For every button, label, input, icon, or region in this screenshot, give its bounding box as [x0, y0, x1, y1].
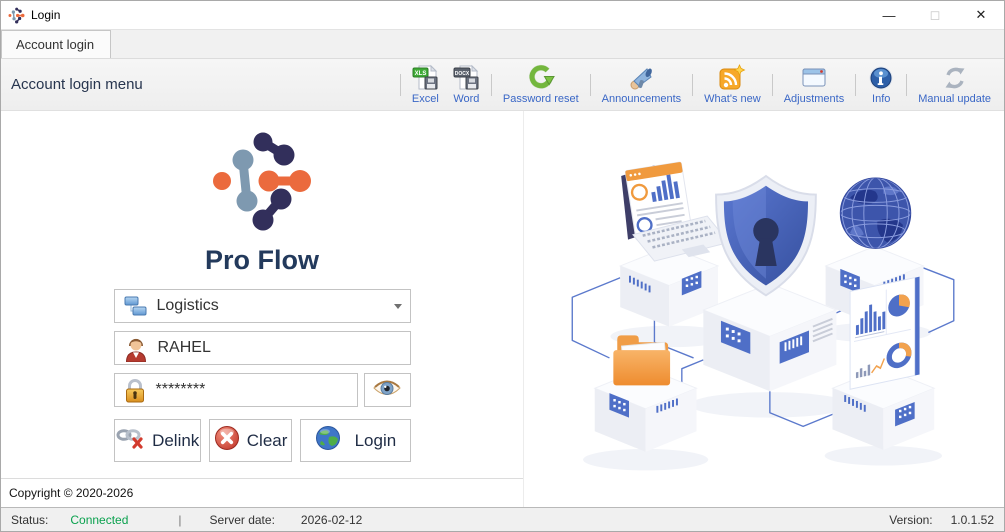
- status-value: Connected: [70, 512, 129, 527]
- excel-icon: XLS: [412, 64, 439, 92]
- toolbar-item-label: Word: [453, 92, 480, 105]
- folder-illustration: [613, 335, 671, 386]
- toolbar-separator: [490, 73, 492, 96]
- manual-update-icon: [941, 64, 969, 92]
- user-icon: [123, 335, 149, 362]
- app-logo-icon: [8, 7, 25, 24]
- toolbar-item-password-reset[interactable]: Password reset: [496, 59, 586, 110]
- toolbar-separator: [399, 73, 401, 96]
- tab-strip: Account login: [1, 29, 1004, 58]
- login-button[interactable]: Login: [300, 419, 411, 462]
- word-icon: DOCX: [453, 64, 480, 92]
- main-area: Pro Flow Logistics: [1, 111, 1004, 509]
- dashboard-illustration: [849, 276, 920, 390]
- clear-icon: [214, 425, 240, 456]
- toolbar-item-manual-update[interactable]: Manual update: [911, 59, 998, 110]
- eye-icon: [372, 378, 402, 403]
- adjustments-icon: [800, 64, 828, 92]
- company-value: Logistics: [156, 297, 219, 314]
- show-password-button[interactable]: [363, 373, 411, 407]
- folder-box: [593, 367, 698, 452]
- illustration-panel: [524, 111, 1004, 509]
- login-label: Login: [354, 430, 397, 450]
- pro-flow-logo: [210, 129, 314, 233]
- window-title: Login: [31, 8, 61, 22]
- login-form: Logistics RAHEL: [113, 289, 411, 462]
- toolbar-separator: [589, 73, 591, 96]
- whats-new-icon: [718, 63, 746, 92]
- toolbar-item-info[interactable]: Info: [860, 59, 902, 110]
- password-reset-icon: [527, 64, 555, 92]
- toolbar-item-announcements[interactable]: Announcements: [595, 59, 689, 110]
- toolbar-item-label: Info: [872, 92, 891, 105]
- toolbar-item-label: Excel: [411, 92, 439, 105]
- company-icon: [123, 295, 148, 317]
- info-icon: [867, 64, 895, 92]
- tab-account-login[interactable]: Account login: [1, 30, 111, 58]
- maximize-button[interactable]: ◻: [929, 7, 941, 22]
- svg-text:DOCX: DOCX: [455, 71, 470, 77]
- toolbar-item-label: Manual update: [918, 92, 991, 105]
- password-field[interactable]: ********: [113, 373, 358, 407]
- version-value: 1.0.1.52: [950, 512, 994, 527]
- toolbar-item-excel[interactable]: XLS Excel: [405, 59, 446, 110]
- username-field[interactable]: RAHEL: [113, 331, 411, 365]
- globe-icon: [315, 425, 341, 456]
- toolbar-title: Account login menu: [11, 76, 143, 93]
- delink-button[interactable]: Delink: [113, 419, 201, 462]
- toolbar-item-label: Announcements: [601, 92, 682, 105]
- toolbar-item-adjustments[interactable]: Adjustments: [777, 59, 852, 110]
- toolbar-separator: [906, 73, 908, 96]
- status-label: Status:: [11, 512, 49, 527]
- toolbar-item-label: Adjustments: [783, 92, 845, 105]
- globe-illustration: [839, 177, 912, 249]
- toolbar-item-whats-new[interactable]: What's new: [697, 59, 768, 110]
- announcements-icon: [627, 64, 655, 92]
- minimize-button[interactable]: —: [882, 7, 896, 23]
- laptop-box: [618, 245, 720, 327]
- close-button[interactable]: ✕: [975, 7, 987, 22]
- app-name: Pro Flow: [205, 245, 319, 275]
- security-illustration: [571, 161, 955, 471]
- company-dropdown[interactable]: Logistics: [113, 289, 411, 323]
- login-panel: Pro Flow Logistics: [1, 111, 524, 509]
- laptop-illustration: [621, 161, 730, 262]
- status-separator: |: [178, 512, 182, 527]
- delink-icon: [115, 427, 145, 454]
- svg-text:XLS: XLS: [415, 71, 427, 77]
- delink-label: Delink: [152, 430, 200, 450]
- toolbar-separator: [771, 73, 773, 96]
- toolbar-item-label: Password reset: [502, 92, 579, 105]
- clear-label: Clear: [246, 430, 288, 450]
- title-bar: Login — ◻ ✕: [1, 1, 1004, 29]
- shield-illustration: [715, 174, 817, 297]
- version-label: Version:: [889, 512, 933, 527]
- window-controls: — ◻ ✕: [866, 1, 1004, 29]
- dashboard-box: [831, 367, 936, 450]
- lock-icon: [123, 377, 147, 404]
- toolbar-item-word[interactable]: DOCX Word: [446, 59, 487, 110]
- status-bar: Status: Connected | Server date: 2026-02…: [1, 507, 1004, 531]
- server-date-label: Server date:: [209, 512, 275, 527]
- toolbar-item-label: What's new: [704, 92, 761, 105]
- copyright: Copyright © 2020-2026: [1, 478, 523, 509]
- server-date-value: 2026-02-12: [300, 512, 363, 527]
- shield-box: [702, 283, 838, 392]
- password-mask: ********: [155, 381, 206, 398]
- clear-button[interactable]: Clear: [208, 419, 293, 462]
- chevron-down-icon: [393, 303, 402, 309]
- toolbar-separator: [692, 73, 694, 96]
- toolbar-separator: [855, 73, 857, 96]
- toolbar-items: XLS Excel DOCX Word: [396, 59, 998, 110]
- username-value: RAHEL: [157, 339, 211, 356]
- toolbar: Account login menu XLS Excel: [1, 58, 1004, 111]
